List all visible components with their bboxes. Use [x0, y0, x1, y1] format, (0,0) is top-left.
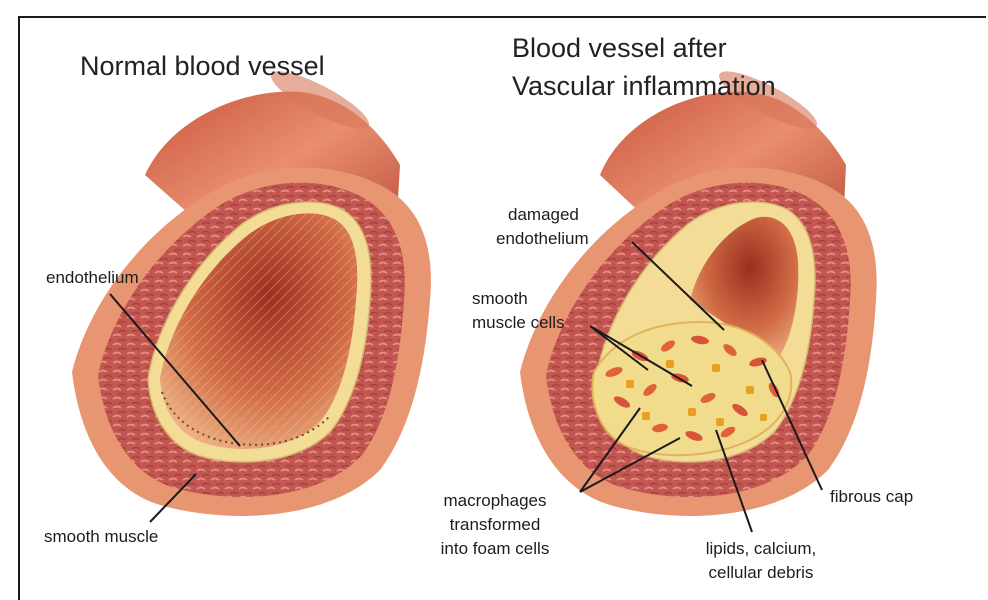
- normal-vessel: [72, 62, 431, 516]
- title-inflamed-line-2: Vascular inflammation: [512, 70, 776, 103]
- label-smc-line-1: smooth: [472, 288, 528, 309]
- label-endothelium: endothelium: [46, 267, 139, 288]
- label-smc-line-2: muscle cells: [472, 312, 565, 333]
- label-smooth-muscle: smooth muscle: [44, 526, 158, 547]
- title-inflamed-line-1: Blood vessel after: [512, 32, 727, 65]
- label-macro-line-1: macrophages: [410, 490, 580, 511]
- title-normal-vessel: Normal blood vessel: [80, 50, 325, 83]
- label-fibrous-cap: fibrous cap: [830, 486, 913, 507]
- label-damaged-line-1: damaged: [508, 204, 579, 225]
- label-lipids-line-1: lipids, calcium,: [676, 538, 846, 559]
- label-damaged-line-2: endothelium: [496, 228, 589, 249]
- label-macro-line-3: into foam cells: [410, 538, 580, 559]
- label-macro-line-2: transformed: [410, 514, 580, 535]
- label-lipids-line-2: cellular debris: [676, 562, 846, 583]
- inflamed-vessel: [520, 62, 877, 516]
